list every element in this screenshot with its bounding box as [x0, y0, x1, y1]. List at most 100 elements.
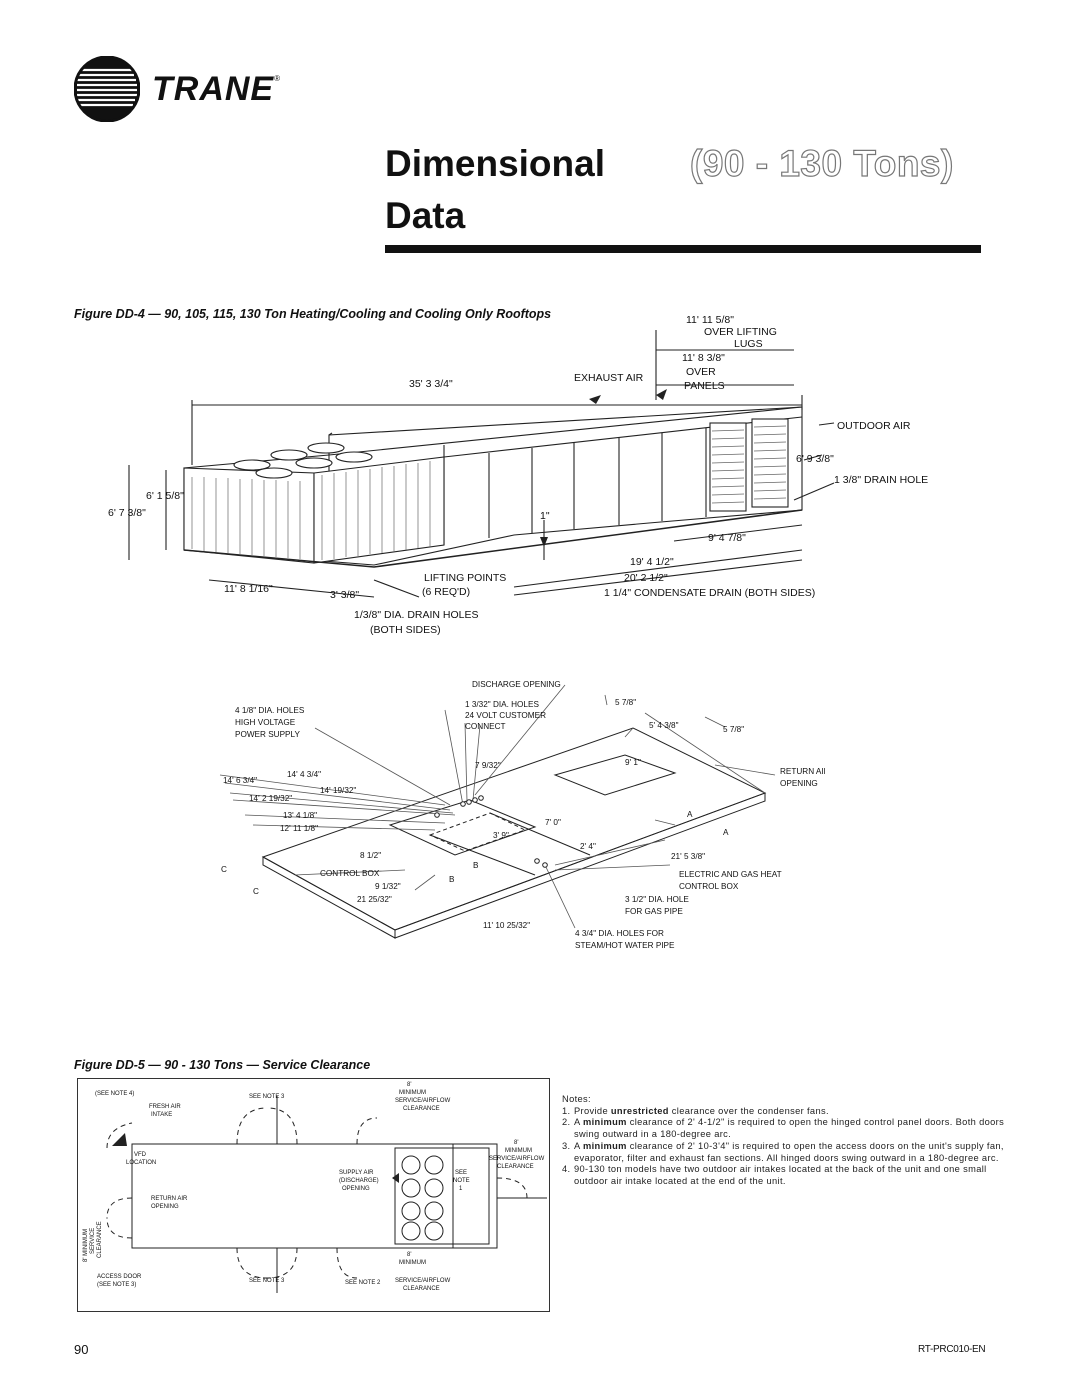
brand-name: TRANE® — [152, 70, 282, 108]
label-six-reqd: (6 REQ'D) — [422, 586, 470, 598]
dim-21-5-3-8: 21' 5 3/8" — [671, 852, 705, 861]
dim-5-7-8b: 5 7/8" — [723, 725, 744, 734]
label-holes-4-1-8: 4 1/8" DIA. HOLES — [235, 706, 305, 715]
letter-a2: A — [723, 828, 729, 837]
clr-left-clr: CLEARANCE — [97, 1221, 103, 1258]
dim-length: 35' 3 3/4" — [409, 378, 453, 390]
dim-9-1-32: 9 1/32" — [375, 882, 401, 891]
label-opening2: OPENING — [151, 1204, 179, 1210]
dim-3-9: 3' 9" — [493, 831, 509, 840]
label-location: LOCATION — [126, 1160, 156, 1166]
figure-dd4-caption: Figure DD-4 — 90, 105, 115, 130 Ton Heat… — [74, 307, 552, 321]
dim-14-19-32: 14' 19/32" — [320, 786, 356, 795]
label-discharge: (DISCHARGE) — [339, 1178, 379, 1184]
notes-heading: Notes: — [562, 1094, 591, 1104]
label-steam: STEAM/HOT WATER PIPE — [575, 941, 675, 950]
dim-8-1-2: 8 1/2" — [360, 851, 381, 860]
dim-12-11-1-8: 12' 11 1/8" — [280, 824, 318, 833]
label-outdoor-air: OUTDOOR AIR — [837, 420, 911, 432]
dim-7-0: 7' 0" — [545, 818, 561, 827]
label-connect: CONNECT — [465, 722, 505, 731]
dim-13-4-1-8: 13' 4 1/8" — [283, 811, 317, 820]
dim-height-1: 6' 1 5/8" — [146, 490, 184, 502]
dim-5-4-3-8: 5' 4 3/8" — [649, 721, 679, 730]
label-condensate: 1 1/4" CONDENSATE DRAIN (BOTH SIDES) — [604, 587, 815, 599]
clr-right-clr: CLEARANCE — [497, 1164, 534, 1170]
note-item: 2.A minimum clearance of 2' 4-1/2" is re… — [562, 1117, 1005, 1140]
letter-a1: A — [687, 810, 693, 819]
label-drain-holes: 1/3/8" DIA. DRAIN HOLES — [354, 609, 479, 621]
label-exhaust-air: EXHAUST AIR — [574, 372, 644, 384]
dim-11-10: 11' 10 25/32" — [483, 921, 530, 930]
clr-top-svc: SERVICE/AIRFLOW — [395, 1098, 451, 1104]
label-control-box: CONTROL BOX — [320, 869, 380, 878]
label-note: NOTE — [453, 1178, 470, 1184]
note-item: 1.Provide unrestricted clearance over th… — [562, 1105, 829, 1116]
dim-over-panels: 11' 8 3/8" — [682, 352, 725, 364]
notes-block: Notes: 1.Provide unrestricted clearance … — [562, 1094, 1022, 1188]
clr-bot-min: MINIMUM — [399, 1260, 426, 1266]
clr-top-clr: CLEARANCE — [403, 1106, 440, 1112]
dim-14-2-19-32: 14' 2 19/32" — [249, 794, 292, 803]
label-drain-hole: 1 3/8" DRAIN HOLE — [834, 474, 928, 486]
label-vfd: VFD — [134, 1152, 147, 1158]
service-clearance-drawing: 8' MINIMUM SERVICE/AIRFLOW CLEARANCE (SE… — [77, 1078, 550, 1312]
clr-top-min: MINIMUM — [399, 1090, 426, 1096]
dim-14-4-3-4: 14' 4 3/4" — [287, 770, 321, 779]
clr-bot-svc: SERVICE/AIRFLOW — [395, 1278, 451, 1284]
label-see-note3c: SEE NOTE 3 — [249, 1278, 285, 1284]
letter-b2: B — [449, 875, 455, 884]
dim-height-right: 6' 9 3/8" — [796, 453, 834, 465]
dim-20-2-1-2: 20' 2 1/2" — [624, 572, 668, 584]
label-access-door: ACCESS DOOR — [97, 1274, 142, 1280]
figure-dd5-caption: Figure DD-5 — 90 - 130 Tons — Service Cl… — [74, 1058, 371, 1072]
dim-one-inch: 1" — [540, 510, 550, 522]
label-elec-gas: ELECTRIC AND GAS HEAT — [679, 870, 782, 879]
label-control-box2: CONTROL BOX — [679, 882, 739, 891]
rooftop-unit-drawing: 11' 11 5/8" OVER LIFTING LUGS 11' 8 3/8"… — [108, 314, 928, 636]
label-over-lifting: OVER LIFTING — [704, 326, 777, 338]
dim-19-4-1-2: 19' 4 1/2" — [630, 556, 674, 568]
label-both-sides: (BOTH SIDES) — [370, 624, 441, 636]
label-return-air: RETURN AIR — [151, 1196, 188, 1202]
label-holes-4-3-4: 4 3/4" DIA. HOLES FOR — [575, 929, 664, 938]
clr-bot-8: 8' — [407, 1252, 411, 1258]
label-24volt: 24 VOLT CUSTOMER — [465, 711, 546, 720]
dim-9-1: 9' 1" — [625, 758, 641, 767]
dim-5-7-8a: 5 7/8" — [615, 698, 636, 707]
dim-height-2: 6' 7 3/8" — [108, 507, 146, 519]
dim-7-9-32: 7 9/32" — [475, 761, 501, 770]
dim-14-6-3-4: 14' 6 3/4" — [223, 776, 257, 785]
label-see-note3b: (SEE NOTE 3) — [97, 1282, 136, 1288]
page-number: 90 — [74, 1342, 89, 1357]
label-see: SEE — [455, 1170, 467, 1176]
title-range: (90 - 130 Tons) — [689, 142, 954, 184]
clr-right-svc: SERVICE/AIRFLOW — [489, 1156, 545, 1162]
label-power-supply: POWER SUPPLY — [235, 730, 300, 739]
label-hole-3-1-2: 3 1/2" DIA. HOLE — [625, 895, 689, 904]
clr-left-8: 8' MINIMUM — [83, 1229, 89, 1262]
title-rule — [385, 245, 981, 253]
letter-c2: C — [253, 887, 259, 896]
document-code: RT-PRC010-EN — [918, 1344, 986, 1355]
label-lugs: LUGS — [734, 338, 763, 350]
clr-right-8: 8' — [514, 1140, 518, 1146]
label-fresh-air: FRESH AIR — [149, 1104, 181, 1110]
label-for-gas: FOR GAS PIPE — [625, 907, 683, 916]
letter-c1: C — [221, 865, 227, 874]
label-one: 1 — [459, 1186, 463, 1192]
dim-9-4-7-8: 9' 4 7/8" — [708, 532, 746, 544]
trane-logo-circle — [73, 55, 141, 123]
dim-2-4: 2' 4" — [580, 842, 596, 851]
label-intake: INTAKE — [151, 1112, 172, 1118]
note-item: 3.A minimum clearance of 2' 10-3'4" is r… — [562, 1140, 1004, 1163]
label-see-note4: (SEE NOTE 4) — [95, 1091, 134, 1097]
label-see-note2: SEE NOTE 2 — [345, 1280, 381, 1286]
label-see-note3a: SEE NOTE 3 — [249, 1094, 285, 1100]
label-supply-air: SUPPLY AIR — [339, 1170, 374, 1176]
base-openings-drawing: DISCHARGE OPENING 1 3/32" DIA. HOLES 24 … — [219, 680, 825, 950]
label-discharge: DISCHARGE OPENING — [472, 680, 561, 689]
label-opening: OPENING — [342, 1186, 370, 1192]
page-title: Dimensional Data — [385, 143, 605, 236]
letter-b1: B — [473, 861, 479, 870]
